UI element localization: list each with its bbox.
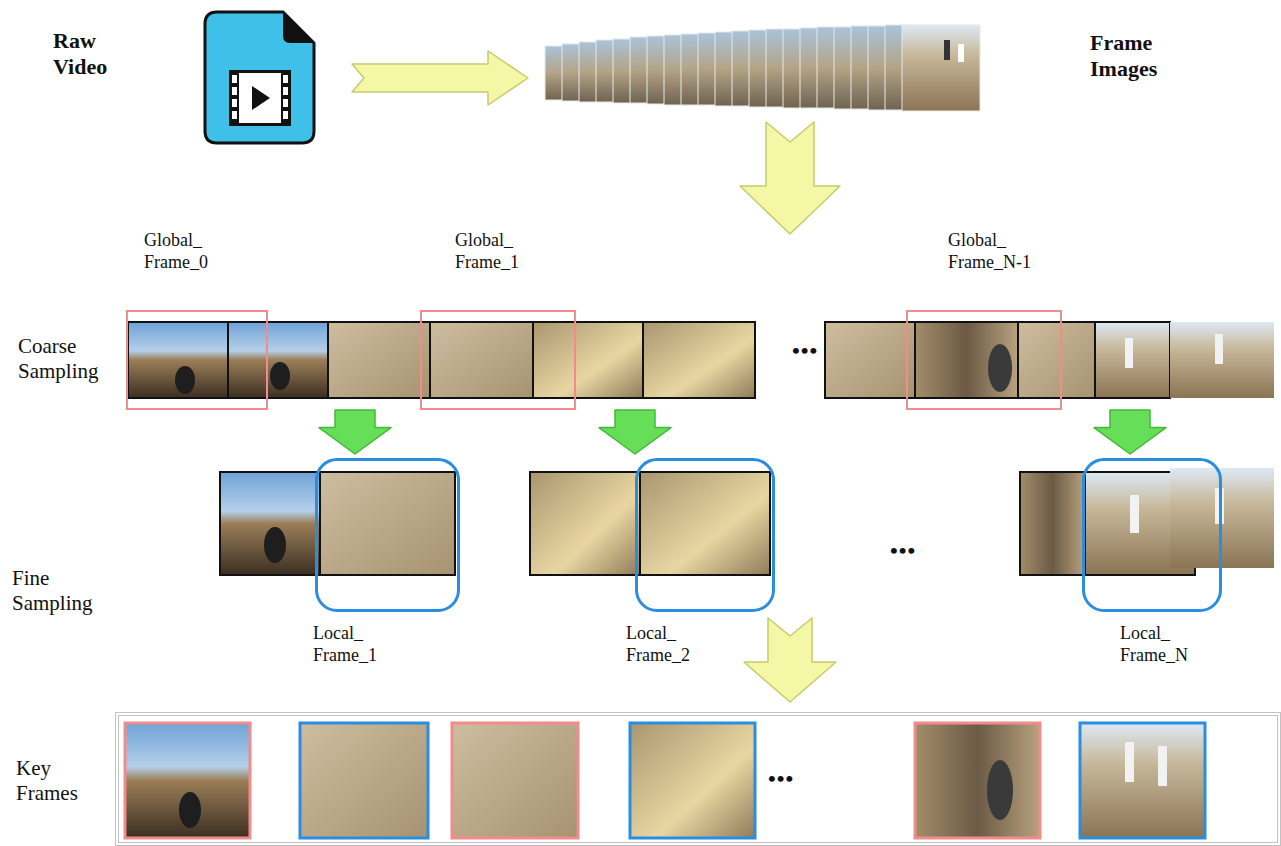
node-label: Global_ Frame_1: [455, 230, 550, 273]
node-label: Key Frames: [16, 756, 101, 806]
node-label: Local_ Frame_2: [626, 623, 721, 666]
row-label: Fine Sampling: [12, 566, 102, 616]
flow-arrow: [744, 618, 836, 702]
ellipsis: •••: [768, 766, 808, 792]
local-frame-box: Local_ Frame_N: [1082, 458, 1222, 612]
node-label: Global_ Frame_N-1: [948, 230, 1043, 273]
node-label: Raw Video: [53, 28, 133, 81]
ellipsis: •••: [792, 338, 832, 364]
key-frame-thumbnails: [125, 723, 1205, 838]
node-label: Local_ Frame_1: [313, 623, 408, 666]
video-file-icon: Raw Video: [203, 10, 316, 145]
flow-arrow: [599, 410, 671, 454]
flow-arrow: [352, 51, 528, 105]
frame-stack: Frame Images: [545, 22, 985, 114]
key-frame-band: Key Frames: [115, 712, 1281, 846]
frame-stack: [545, 25, 980, 111]
file-outline: [203, 10, 316, 145]
node-label: Coarse Sampling: [18, 334, 113, 384]
global-frame-box: Global_ Frame_0: [126, 310, 268, 410]
fine-frames: [220, 468, 1274, 575]
node-label: Global_ Frame_0: [144, 230, 239, 273]
global-frame-box: Global_ Frame_1: [420, 310, 576, 410]
coarse-frames: [128, 322, 1274, 398]
flow-arrow: [319, 410, 391, 454]
flow-arrow: [740, 122, 840, 234]
local-frame-box: Local_ Frame_1: [315, 458, 460, 612]
global-frame-box: Global_ Frame_N-1: [906, 310, 1062, 410]
ellipsis: •••: [890, 538, 930, 564]
coarse-strip: Coarse SamplingGlobal_ Frame_0Global_ Fr…: [128, 322, 1220, 398]
node-label: Frame Images: [1090, 30, 1190, 83]
node-label: Local_ Frame_N: [1120, 623, 1215, 666]
flow-arrow: [1094, 410, 1166, 454]
local-frame-box: Local_ Frame_2: [635, 458, 775, 612]
